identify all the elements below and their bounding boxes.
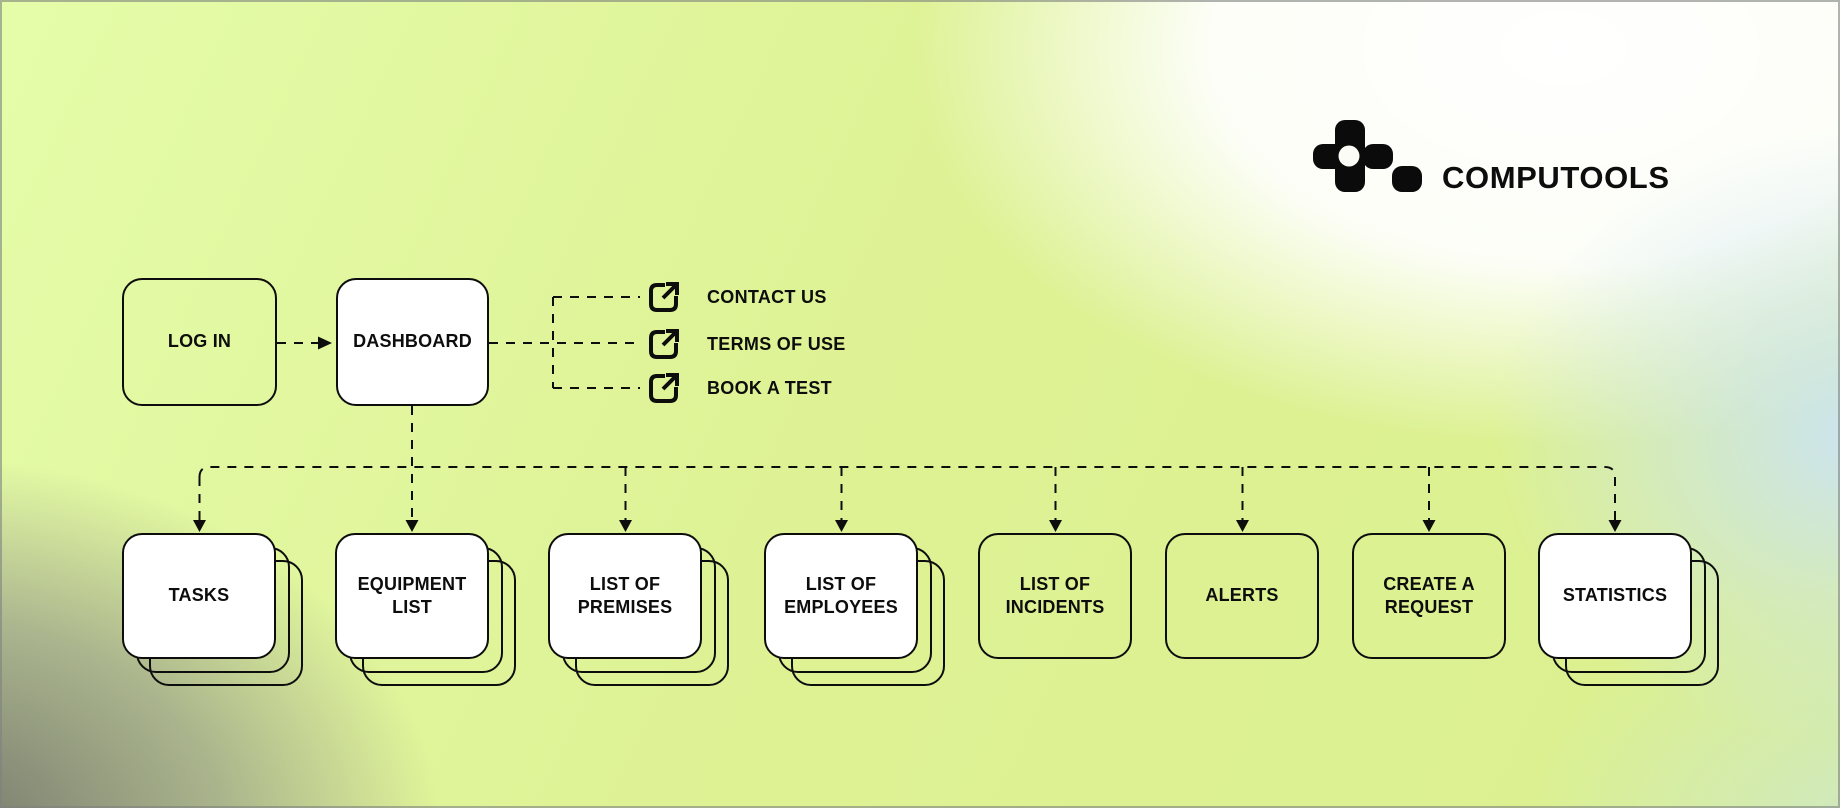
external-link-icon [649,282,679,312]
node-log-in[interactable]: LOG IN [122,278,277,406]
node-equipment-list[interactable]: EQUIPMENT LIST [335,533,489,659]
node-tasks-label: TASKS [168,585,230,606]
node-list-of-premises-group: LIST OF PREMISES [548,533,729,686]
node-create-a-request[interactable]: CREATE A REQUEST [1352,533,1506,659]
node-list-of-incidents-label: LIST OF INCIDENTS [1005,573,1105,617]
node-list-of-premises-label: LIST OF PREMISES [577,573,673,617]
node-equipment-list-label: EQUIPMENT LIST [357,573,467,617]
node-list-of-incidents[interactable]: LIST OF INCIDENTS [978,533,1132,659]
node-create-a-request-label: CREATE A REQUEST [1383,573,1475,617]
node-list-of-employees-group: LIST OF EMPLOYEES [764,533,945,686]
node-list-of-employees[interactable]: LIST OF EMPLOYEES [764,533,918,659]
node-statistics[interactable]: STATISTICS [1538,533,1692,659]
link-contact-us-label: CONTACT US [707,286,827,307]
node-statistics-group: STATISTICS [1538,533,1719,686]
arrowheads [193,336,1622,532]
node-log-in-label: LOG IN [167,331,232,352]
node-list-of-employees-label: LIST OF EMPLOYEES [784,573,898,617]
link-contact-us[interactable]: CONTACT US [646,279,827,315]
link-book-a-test-label: BOOK A TEST [707,377,832,398]
node-statistics-label: STATISTICS [1562,585,1668,606]
external-link-icon [649,329,679,359]
node-alerts[interactable]: ALERTS [1165,533,1319,659]
link-book-a-test[interactable]: BOOK A TEST [646,370,832,406]
external-link-icon [649,373,679,403]
node-tasks[interactable]: TASKS [122,533,276,659]
node-dashboard[interactable]: DASHBOARD [336,278,489,406]
node-dashboard-label: DASHBOARD [353,331,472,352]
node-tasks-group: TASKS [122,533,303,686]
node-alerts-label: ALERTS [1205,585,1279,606]
computools-logo-icon [1313,120,1422,192]
node-equipment-list-group: EQUIPMENT LIST [335,533,516,686]
computools-wordmark: COMPUTOOLS [1442,160,1670,195]
link-terms-of-use[interactable]: TERMS OF USE [646,326,846,362]
node-list-of-premises[interactable]: LIST OF PREMISES [548,533,702,659]
link-terms-of-use-label: TERMS OF USE [707,333,846,354]
